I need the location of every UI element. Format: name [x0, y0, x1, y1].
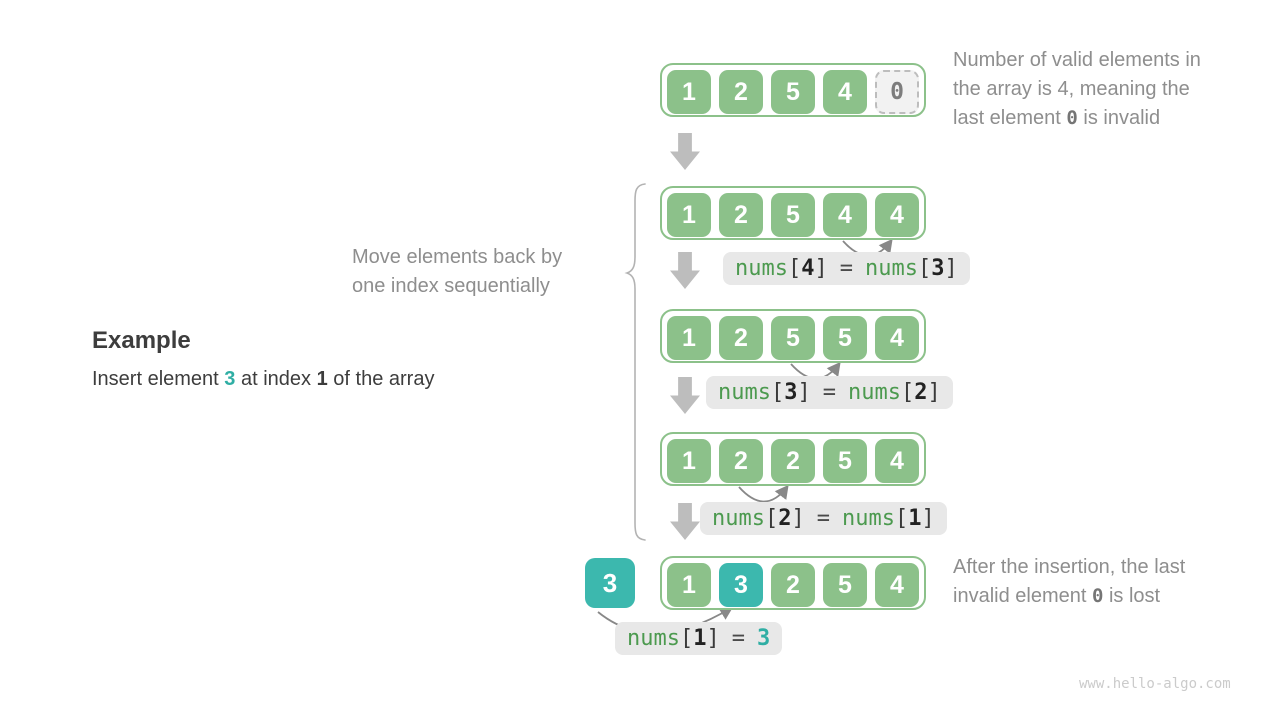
- code-token: =: [731, 626, 745, 651]
- code-token: nums: [718, 380, 771, 405]
- down-arrow-icon: [670, 133, 700, 170]
- array-cell-invalid: 0: [875, 70, 919, 114]
- array-row-step3: 1 2 2 5 4: [660, 432, 926, 486]
- code-token: =: [839, 256, 853, 281]
- example-heading: Example: [92, 327, 191, 354]
- code-token: [: [917, 256, 932, 281]
- array-cell: 4: [823, 70, 867, 114]
- array-cell: 2: [771, 439, 815, 483]
- code-token: 3: [784, 380, 798, 405]
- note-move-elements: Move elements back by one index sequenti…: [352, 243, 562, 301]
- code-token: [: [770, 380, 785, 405]
- array-row-initial: 1 2 5 4 0: [660, 63, 926, 117]
- code-token: nums: [847, 380, 901, 405]
- watermark: www.hello-algo.com: [1079, 676, 1231, 692]
- array-cell: 5: [823, 439, 867, 483]
- code-token: [: [679, 626, 694, 651]
- code-token: [: [787, 256, 802, 281]
- array-cell: 2: [771, 563, 815, 607]
- code-token: nums: [627, 626, 680, 651]
- code-token: 3: [756, 626, 771, 651]
- code-token: ]: [706, 626, 720, 651]
- down-arrow-icon: [670, 252, 700, 289]
- array-cell: 1: [667, 316, 711, 360]
- array-cell: 1: [667, 70, 711, 114]
- array-cell: 2: [719, 439, 763, 483]
- array-cell: 4: [875, 316, 919, 360]
- code-token: nums: [864, 256, 918, 281]
- note-line: invalid element: [953, 585, 1092, 607]
- assignment-label-1: nums[4]=nums[3]: [723, 252, 970, 285]
- code-token: nums: [735, 256, 788, 281]
- code-zero: 0: [1066, 107, 1078, 129]
- note-invalid-element: Number of valid elements in the array is…: [953, 46, 1273, 133]
- sentence-text: Insert element: [92, 368, 225, 390]
- array-cell: 5: [823, 563, 867, 607]
- insert-value-text: 3: [224, 368, 236, 390]
- note-line: last element: [953, 107, 1067, 129]
- code-token: =: [822, 380, 836, 405]
- code-token: ]: [814, 256, 828, 281]
- down-arrow-icon: [670, 503, 700, 540]
- code-token: 2: [914, 380, 928, 405]
- code-token: 1: [693, 626, 707, 651]
- sentence-text: at index: [235, 368, 317, 390]
- array-cell: 5: [771, 70, 815, 114]
- array-cell: 2: [719, 193, 763, 237]
- array-cell: 1: [667, 439, 711, 483]
- code-token: =: [816, 506, 830, 531]
- assignment-label-2: nums[3]=nums[2]: [706, 376, 953, 409]
- assignment-label-insert: nums[1] = 3: [615, 622, 783, 655]
- down-arrow-icon: [670, 377, 700, 414]
- code-token: 3: [931, 256, 945, 281]
- code-zero: 0: [1091, 585, 1104, 607]
- code-token: ]: [791, 506, 805, 531]
- inserted-value-cell: 3: [585, 558, 635, 608]
- assignment-label-3: nums[2]=nums[1]: [700, 502, 947, 535]
- code-token: 2: [778, 506, 792, 531]
- note-line: After the insertion, the last: [953, 556, 1186, 578]
- code-token: ]: [797, 380, 811, 405]
- code-token: [: [900, 380, 915, 405]
- code-token: [: [894, 506, 909, 531]
- code-token: ]: [944, 256, 958, 281]
- array-row-step2: 1 2 5 5 4: [660, 309, 926, 363]
- example-sentence: Insert element 3 at index 1 of the array: [92, 368, 434, 391]
- array-cell: 4: [875, 193, 919, 237]
- note-line: is invalid: [1077, 107, 1161, 129]
- brace: [624, 183, 646, 541]
- array-row-final: 1 3 2 5 4: [660, 556, 926, 610]
- code-token: ]: [921, 506, 935, 531]
- array-cell: 1: [667, 193, 711, 237]
- array-cell: 2: [719, 316, 763, 360]
- code-token: [: [764, 506, 779, 531]
- sentence-text: of the array: [327, 368, 435, 390]
- insert-index-text: 1: [316, 368, 328, 390]
- code-token: ]: [927, 380, 941, 405]
- curve-arrow-move-3: [738, 484, 789, 503]
- note-line: one index sequentially: [352, 275, 550, 297]
- code-token: 1: [908, 506, 922, 531]
- array-cell-inserted: 3: [719, 563, 763, 607]
- array-cell: 5: [771, 193, 815, 237]
- array-row-step1: 1 2 5 4 4: [660, 186, 926, 240]
- array-cell: 5: [823, 316, 867, 360]
- note-line: the array is 4, meaning the: [953, 78, 1190, 100]
- array-cell: 5: [771, 316, 815, 360]
- note-line: is lost: [1103, 585, 1161, 607]
- array-cell: 4: [823, 193, 867, 237]
- code-token: 4: [801, 256, 815, 281]
- code-token: nums: [841, 506, 895, 531]
- array-cell: 4: [875, 439, 919, 483]
- note-after-insertion: After the insertion, the last invalid el…: [953, 553, 1273, 611]
- array-cell: 1: [667, 563, 711, 607]
- note-line: Number of valid elements in: [953, 49, 1201, 71]
- array-cell: 4: [875, 563, 919, 607]
- note-line: Move elements back by: [352, 246, 563, 268]
- array-cell: 2: [719, 70, 763, 114]
- code-token: nums: [712, 506, 765, 531]
